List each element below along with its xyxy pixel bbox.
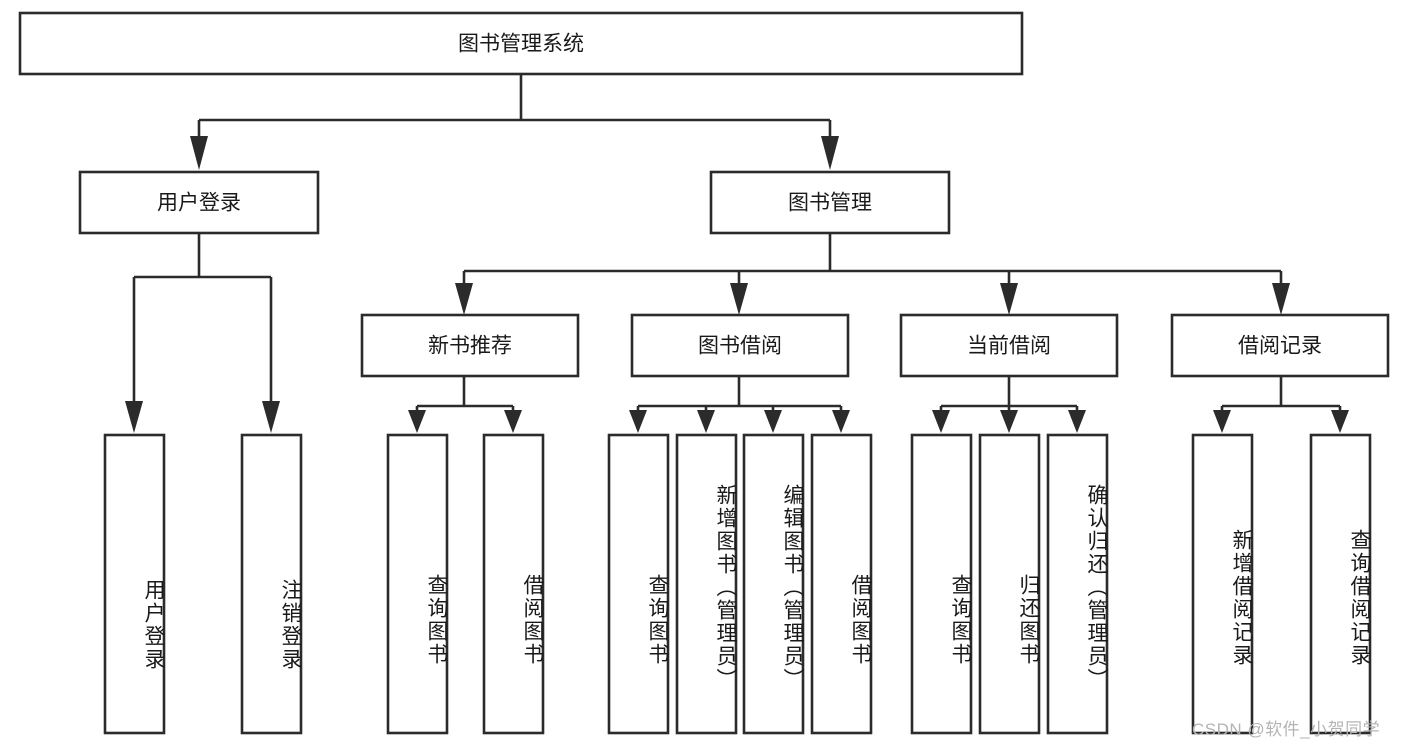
node-box-leaf-borrow-book-2[interactable] [810,433,873,735]
arrow-head-leaf-user-login [125,401,143,433]
arrow-head-leaf-user-logout [262,401,280,433]
arrow-head-leaf-query-record [1331,410,1349,433]
label-book-borrow: 图书借阅 [698,335,782,358]
connector-group-borrow-record [1213,376,1349,433]
node-box-leaf-query-record[interactable] [1309,433,1372,735]
arrow-head-borrow-record [1272,283,1290,315]
connector-group-book-manage [455,233,1290,315]
node-box-borrow-record[interactable] [1170,313,1390,378]
node-box-leaf-borrow-book-1[interactable] [482,433,545,735]
node-box-user-login[interactable] [78,170,320,235]
node-box-leaf-confirm-return[interactable] [1046,433,1109,735]
node-box-leaf-add-book[interactable] [675,433,738,735]
label-user-login: 用户登录 [157,192,241,215]
node-box-leaf-query-book-3[interactable] [910,433,973,735]
label-current-borrow: 当前借阅 [967,335,1051,358]
node-box-leaf-query-book-2[interactable] [607,433,670,735]
node-box-new-book-rec[interactable] [360,313,580,378]
csdn-watermark: CSDN @软件_小贺同学 [1192,720,1381,739]
node-box-leaf-return-book[interactable] [978,433,1041,735]
arrow-head-leaf-borrow-book-2 [832,410,850,433]
node-box-leaf-edit-book[interactable] [742,433,805,735]
connector-group-current-borrow [932,376,1086,433]
node-box-leaf-add-record[interactable] [1191,433,1254,735]
node-box-current-borrow[interactable] [899,313,1119,378]
arrow-head-leaf-query-book-2 [629,410,647,433]
connector-group-new-book-rec [408,376,522,433]
node-box-leaf-user-login[interactable] [103,433,166,735]
connector-group-root-to-level2 [190,74,839,170]
node-box-leaf-query-book-1[interactable] [386,433,449,735]
arrow-head-new-book-rec [455,283,473,315]
arrow-head-leaf-query-book-3 [932,410,950,433]
arrow-head-book-manage [821,136,839,170]
node-box-book-manage[interactable] [709,170,951,235]
arrow-head-leaf-confirm-return [1068,410,1086,433]
label-book-manage: 图书管理 [788,192,872,215]
arrow-head-book-borrow [730,283,748,315]
node-box-leaf-user-logout[interactable] [240,433,303,735]
label-new-book-rec: 新书推荐 [428,335,512,358]
arrow-head-leaf-add-book [697,410,715,433]
connector-group-user-login [125,233,280,433]
connector-group-book-borrow [629,376,850,433]
arrow-head-leaf-query-book-1 [408,410,426,433]
arrow-head-current-borrow [1000,283,1018,315]
arrow-head-leaf-borrow-book-1 [504,410,522,433]
arrow-head-leaf-edit-book [764,410,782,433]
label-root: 图书管理系统 [458,33,584,56]
label-borrow-record: 借阅记录 [1238,335,1322,358]
arrow-head-leaf-return-book [1000,410,1018,433]
node-box-book-borrow[interactable] [630,313,850,378]
arrow-head-leaf-add-record [1213,410,1231,433]
node-box-root[interactable] [18,11,1024,76]
arrow-head-user-login [190,136,208,170]
